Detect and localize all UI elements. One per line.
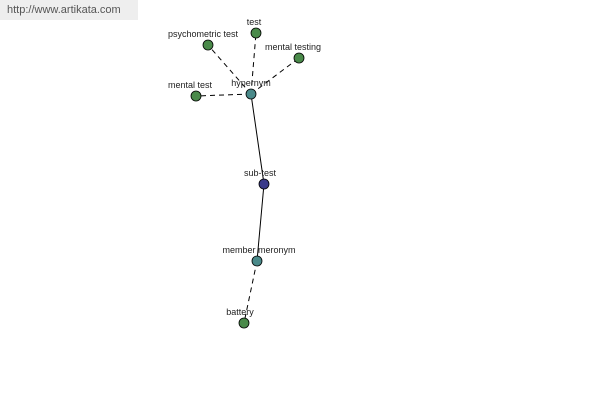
node-psychometric-test-circle[interactable] — [202, 39, 214, 51]
node-member-meronym-label: member meronym — [222, 245, 295, 255]
edges-layer — [195, 32, 300, 324]
node-mental-test-label: mental test — [168, 80, 213, 90]
node-mental-testing-circle[interactable] — [293, 52, 305, 64]
node-sub-test[interactable]: sub-test — [244, 168, 277, 190]
node-sub-test-label: sub-test — [244, 168, 277, 178]
node-test-label: test — [247, 17, 262, 27]
node-psychometric-test-label: psychometric test — [168, 29, 239, 39]
node-battery[interactable]: battery — [226, 307, 254, 329]
edge-center-member-meronym — [256, 183, 265, 262]
node-hypernym[interactable]: hypernym — [231, 78, 271, 100]
node-sub-test-circle[interactable] — [258, 178, 270, 190]
edge-center-hypernym — [250, 93, 265, 185]
node-test[interactable]: test — [247, 17, 262, 39]
edge-hypernym-psychometric-test — [207, 44, 252, 95]
node-mental-test[interactable]: mental test — [168, 80, 213, 102]
node-hypernym-circle[interactable] — [245, 88, 257, 100]
node-psychometric-test[interactable]: psychometric test — [168, 29, 239, 51]
node-mental-test-circle[interactable] — [190, 90, 202, 102]
node-test-circle[interactable] — [250, 27, 262, 39]
node-battery-circle[interactable] — [238, 317, 250, 329]
nodes-layer: sub-test hypernym member meronym test ps… — [168, 17, 321, 329]
node-member-meronym-circle[interactable] — [251, 255, 263, 267]
edge-hypernym-mental-testing — [250, 57, 300, 95]
edge-hypernym-test — [250, 32, 257, 95]
node-hypernym-label: hypernym — [231, 78, 271, 88]
node-mental-testing-label: mental testing — [265, 42, 321, 52]
source-url[interactable]: http://www.artikata.com — [0, 0, 138, 20]
node-mental-testing[interactable]: mental testing — [265, 42, 321, 64]
node-battery-label: battery — [226, 307, 254, 317]
edge-member-meronym-battery — [243, 260, 258, 324]
edge-hypernym-mental-test — [195, 93, 252, 97]
node-member-meronym[interactable]: member meronym — [222, 245, 296, 267]
